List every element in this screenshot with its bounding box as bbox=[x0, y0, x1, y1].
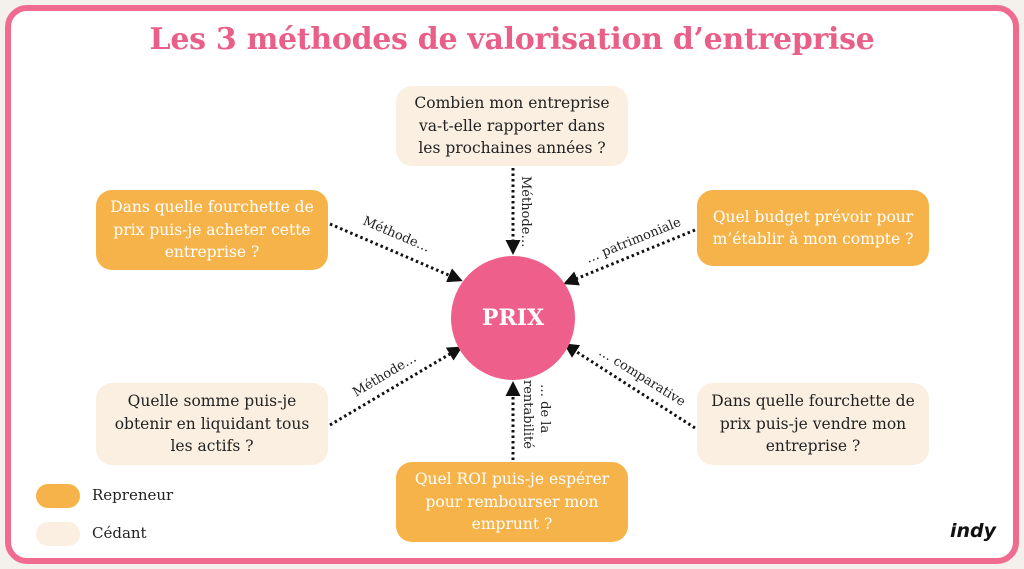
arrow-label-bottom-left: Méthode… bbox=[350, 351, 419, 401]
box-liquidation: Quelle somme puis-je obtenir en liquidan… bbox=[96, 383, 328, 465]
price-circle: PRIX bbox=[451, 256, 575, 380]
box-future-earnings: Combien mon entreprise va-t-elle rapport… bbox=[396, 86, 628, 166]
arrow-top-right bbox=[563, 228, 696, 286]
box-budget: Quel budget prévoir pour m’établir à mon… bbox=[697, 190, 929, 266]
legend-label-cedant: Cédant bbox=[92, 524, 147, 542]
page-title: Les 3 méthodes de valorisation d’entrepr… bbox=[149, 22, 875, 57]
arrow-label-bottom-line1: … de la bbox=[537, 384, 552, 433]
legend-swatch-cedant bbox=[36, 522, 80, 546]
arrow-label-top-left: Méthode… bbox=[360, 214, 432, 256]
box-buy-price-range: Dans quelle fourchette de prix puis-je a… bbox=[96, 190, 328, 270]
legend-label-repreneur: Repreneur bbox=[92, 486, 174, 504]
arrow-label-top: Méthode… bbox=[518, 176, 533, 247]
arrow-bottom-right bbox=[563, 343, 696, 430]
indy-logo: indy bbox=[950, 520, 997, 542]
arrow-label-bottom-line2: rentabilité bbox=[520, 380, 535, 449]
legend-swatch-repreneur bbox=[36, 484, 80, 508]
arrow-label-bottom-right: … comparative bbox=[596, 345, 688, 410]
arrow-top-left bbox=[329, 222, 463, 283]
price-label: PRIX bbox=[481, 305, 545, 331]
arrow-bottom-left bbox=[329, 346, 463, 427]
box-roi: Quel ROI puis-je espérer pour rembourser… bbox=[396, 462, 628, 542]
box-sell-price-range: Dans quelle fourchette de prix puis-je v… bbox=[697, 383, 929, 465]
